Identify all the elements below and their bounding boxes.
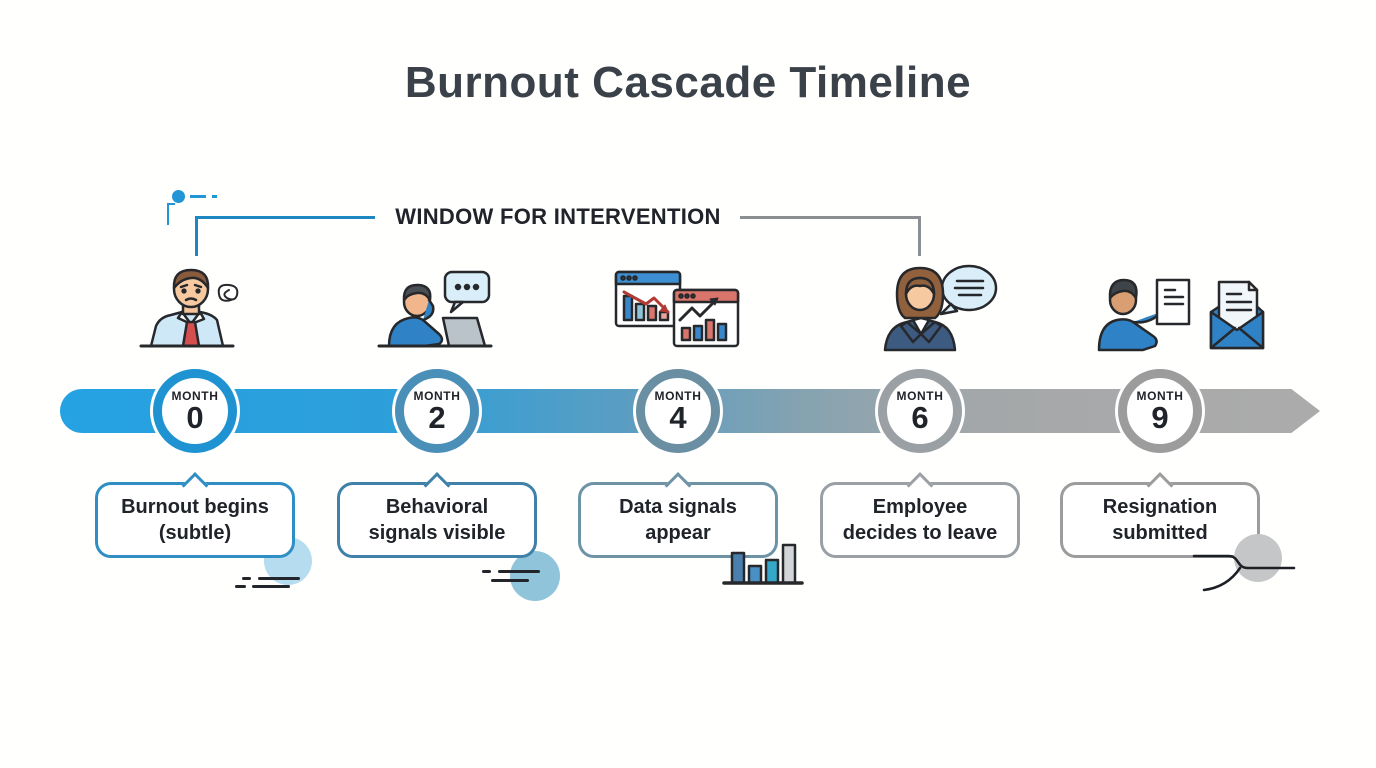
month-label: MONTH bbox=[1136, 388, 1184, 403]
bracket-dot-decoration bbox=[172, 190, 185, 203]
intervention-window-label: WINDOW FOR INTERVENTION bbox=[395, 204, 721, 229]
month-number: 9 bbox=[1151, 399, 1169, 435]
description-line: Data signals bbox=[619, 496, 737, 518]
speed-dash-decoration bbox=[252, 585, 290, 588]
intervention-bracket-left-line bbox=[195, 216, 375, 219]
employee-at-laptop-icon bbox=[377, 268, 497, 357]
bracket-dash-decoration bbox=[190, 195, 206, 198]
month-number: 0 bbox=[186, 399, 204, 435]
stressed-employee-icon bbox=[137, 262, 259, 357]
mini-bar-chart-icon bbox=[718, 531, 808, 596]
month-number: 6 bbox=[911, 399, 929, 435]
description-box-month-4: Data signals appear bbox=[578, 472, 778, 558]
employee-speaking-icon bbox=[877, 260, 999, 357]
month-label: MONTH bbox=[654, 388, 702, 403]
gray-circle-decoration bbox=[1234, 534, 1282, 582]
month-label: MONTH bbox=[896, 388, 944, 403]
description-line: submitted bbox=[1112, 522, 1208, 544]
month-number: 2 bbox=[428, 399, 446, 435]
timeline-arrowhead-icon bbox=[1268, 389, 1320, 433]
intervention-bracket-right-line bbox=[740, 216, 921, 219]
month-4-node: MONTH 4 bbox=[636, 369, 720, 453]
description-line: signals visible bbox=[368, 522, 506, 544]
description-line: decides to leave bbox=[842, 522, 998, 544]
description-box-month-6: Employee decides to leave bbox=[820, 472, 1020, 558]
bracket-corner-decoration bbox=[167, 203, 169, 225]
speed-dash-decoration bbox=[482, 570, 491, 573]
description-line: Employee bbox=[872, 496, 968, 518]
intervention-bracket-left-drop bbox=[195, 216, 198, 256]
speed-dash-decoration bbox=[258, 577, 300, 580]
squiggle-line-decoration bbox=[1190, 528, 1302, 599]
resignation-letter-icon bbox=[1095, 268, 1267, 357]
month-2-node: MONTH 2 bbox=[395, 369, 479, 453]
speed-dash-decoration bbox=[491, 579, 529, 582]
blue-circle-decoration bbox=[510, 551, 560, 601]
speed-dash-decoration bbox=[498, 570, 540, 573]
month-number: 4 bbox=[669, 399, 687, 435]
bracket-dot-small-decoration bbox=[212, 195, 217, 198]
intervention-bracket-right-drop bbox=[918, 216, 921, 256]
description-line: Burnout begins bbox=[121, 496, 269, 518]
page-title: Burnout Cascade Timeline bbox=[404, 58, 972, 107]
description-box-month-0: Burnout begins (subtle) bbox=[95, 472, 295, 558]
description-line: (subtle) bbox=[158, 522, 232, 544]
month-6-node: MONTH 6 bbox=[878, 369, 962, 453]
speed-dash-decoration bbox=[242, 577, 251, 580]
description-box-month-2: Behavioral signals visible bbox=[337, 472, 537, 558]
month-0-node: MONTH 0 bbox=[153, 369, 237, 453]
description-box-month-9: Resignation submitted bbox=[1060, 472, 1260, 558]
description-line: appear bbox=[645, 522, 711, 544]
speed-dash-decoration bbox=[235, 585, 246, 588]
bracket-corner-decoration bbox=[167, 203, 175, 205]
month-label: MONTH bbox=[171, 388, 219, 403]
description-line: Resignation bbox=[1102, 496, 1218, 518]
description-line: Behavioral bbox=[385, 496, 489, 518]
month-9-node: MONTH 9 bbox=[1118, 369, 1202, 453]
analytics-dashboards-icon bbox=[612, 268, 750, 357]
month-label: MONTH bbox=[413, 388, 461, 403]
